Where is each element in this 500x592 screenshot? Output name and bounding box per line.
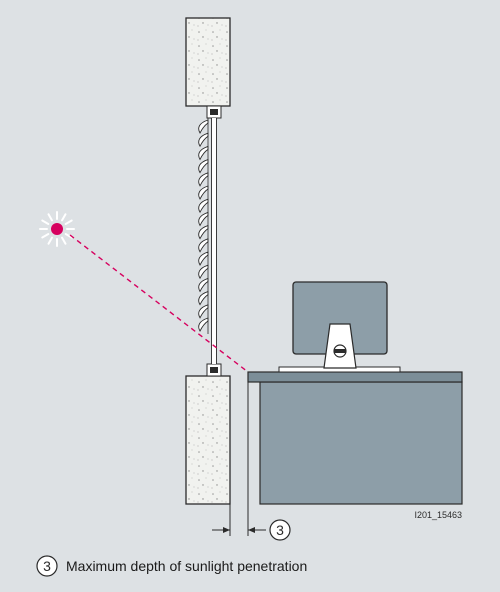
blind-slat <box>198 251 209 266</box>
lower-wall-parapet <box>185 375 231 505</box>
blind-slat <box>198 304 209 319</box>
legend-item-3: 3 Maximum depth of sunlight penetration <box>36 555 307 577</box>
blind-slat <box>198 290 209 306</box>
sun-ray <box>61 236 67 245</box>
blind-slat <box>198 198 209 214</box>
dimension-arrows <box>223 527 255 533</box>
sun-ray <box>47 213 53 222</box>
desk <box>247 371 463 505</box>
sun-ray <box>41 219 50 225</box>
blind-slat <box>198 185 209 200</box>
sun-ray <box>64 219 73 225</box>
sun-icon <box>39 211 75 247</box>
blind-slat <box>198 158 209 174</box>
sun-ray <box>41 233 50 239</box>
window-frame-top <box>206 105 222 119</box>
venetian-blind <box>198 118 209 334</box>
blind-slat <box>198 132 209 148</box>
blind-slat <box>198 317 209 332</box>
blind-slat <box>198 119 209 134</box>
monitor <box>278 281 401 373</box>
blind-slat <box>198 224 209 240</box>
sun-ray <box>61 213 67 222</box>
blind-slat <box>198 238 209 253</box>
callout-3-number: 3 <box>276 522 284 538</box>
legend-caption: Maximum depth of sunlight penetration <box>66 558 307 574</box>
callout-3-marker: 3 <box>269 519 291 541</box>
window-glass <box>211 118 217 364</box>
upper-wall-lintel <box>185 17 231 107</box>
window-frame-bottom <box>206 363 222 377</box>
blind-slat <box>198 277 209 293</box>
sunlight-ray <box>69 234 249 373</box>
blind-slat <box>198 264 209 280</box>
figure-id: I201_15463 <box>414 510 462 520</box>
legend-number: 3 <box>43 558 51 574</box>
sun-ray <box>47 236 53 245</box>
blind-slat <box>198 145 209 161</box>
blind-slat <box>198 172 209 187</box>
blind-slat <box>198 211 209 227</box>
sun-ray <box>64 233 73 239</box>
